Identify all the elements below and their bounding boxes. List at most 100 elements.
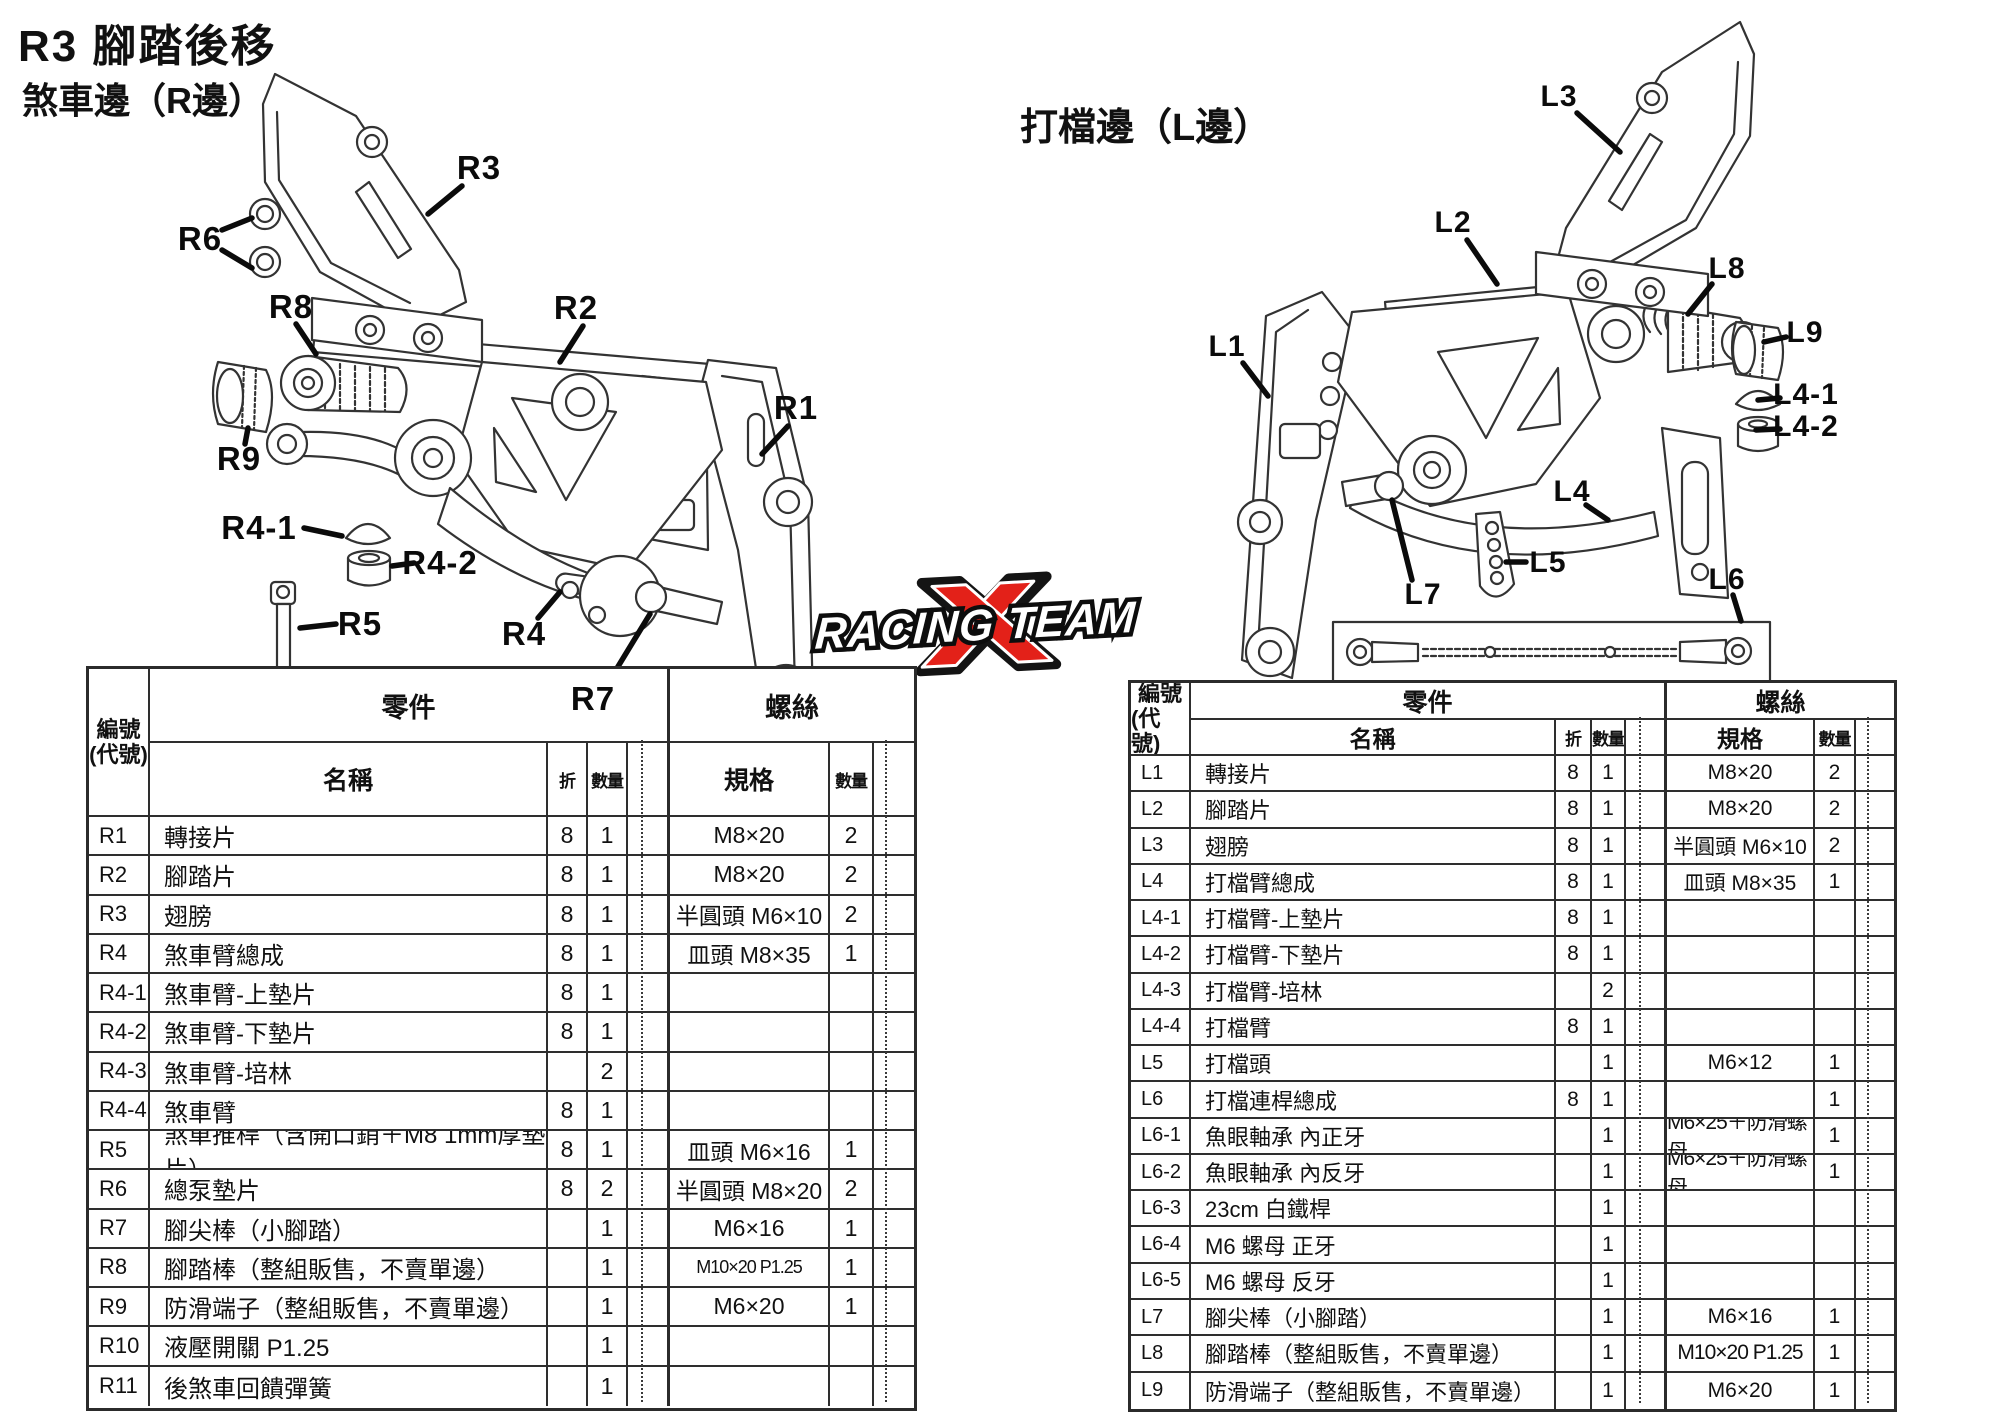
cell-screw-qty — [1815, 1263, 1856, 1300]
part-label-R7: R7 — [570, 680, 616, 717]
cell-part-name: 打檔臂 — [1191, 1009, 1556, 1047]
cell-screw-spec — [1667, 1191, 1815, 1228]
cell-qty: 1 — [1592, 1263, 1626, 1300]
cell-fold: 8 — [548, 817, 588, 857]
cell-part-name: 腳踏片 — [150, 856, 548, 896]
cell-gap — [628, 1327, 670, 1367]
cell-qty: 1 — [1592, 1046, 1626, 1083]
leader-line-L1 — [1240, 360, 1271, 399]
cell-gap — [1856, 1227, 1894, 1264]
cell-gap — [874, 1288, 914, 1328]
cell-gap — [1626, 1336, 1667, 1373]
cell-qty: 1 — [588, 1013, 628, 1053]
part-label-R5: R5 — [337, 605, 383, 642]
cell-gap — [1856, 1263, 1894, 1300]
cell-gap — [1856, 1046, 1894, 1083]
cell-fold — [548, 1366, 588, 1406]
cell-fold: 8 — [548, 1091, 588, 1131]
cell-qty: 1 — [588, 1091, 628, 1131]
part-label-L8: L8 — [1708, 252, 1746, 285]
cell-screw-qty: 2 — [830, 895, 874, 935]
cell-qty: 1 — [588, 1248, 628, 1288]
part-label-L6: L6 — [1708, 563, 1746, 596]
cell-fold — [1556, 1299, 1592, 1337]
cell-code: R2 — [89, 856, 150, 896]
cell-part-name: 煞車臂-培林 — [150, 1052, 548, 1092]
cell-qty: 1 — [588, 934, 628, 974]
cell-qty: 2 — [1592, 973, 1626, 1010]
part-label-R4-2: R4-2 — [402, 544, 478, 581]
part-label-R2: R2 — [553, 289, 599, 326]
cell-code: L4 — [1131, 864, 1191, 902]
cell-screw-qty — [1815, 937, 1856, 974]
cell-part-name: 打檔臂總成 — [1191, 864, 1556, 902]
cell-gap — [1626, 1154, 1667, 1192]
cell-gap — [1856, 1191, 1894, 1228]
cell-screw-qty: 1 — [1815, 864, 1856, 902]
cell-gap — [1856, 1082, 1894, 1119]
cell-part-name: 魚眼軸承 內正牙 — [1191, 1118, 1556, 1155]
cell-fold — [1556, 1263, 1592, 1300]
cell-screw-spec — [1667, 1227, 1815, 1264]
col-header-name: 名稱 — [1191, 720, 1556, 756]
leader-line-L3 — [1574, 110, 1623, 155]
cell-code: L4-3 — [1131, 973, 1191, 1010]
cell-part-name: 後煞車回饋彈簧 — [150, 1366, 548, 1406]
cell-code: L2 — [1131, 792, 1191, 829]
cell-qty: 1 — [588, 817, 628, 857]
brake-side-heading: 煞車邊（R邊） — [22, 80, 264, 121]
cell-gap — [1626, 1009, 1667, 1047]
cell-fold: 8 — [548, 1131, 588, 1171]
cell-screw-spec: 皿頭 M8×35 — [1667, 864, 1815, 902]
cell-gap — [1856, 828, 1894, 865]
cell-screw-spec: M6×16 — [1667, 1299, 1815, 1337]
cell-gap — [1856, 973, 1894, 1010]
cell-gap — [1856, 1009, 1894, 1047]
cell-screw-qty — [1815, 973, 1856, 1010]
cell-screw-spec: M6×20 — [1667, 1372, 1815, 1409]
cell-fold: 8 — [1556, 901, 1592, 938]
cell-gap — [874, 1052, 914, 1092]
cell-gap — [1856, 1118, 1894, 1155]
cell-gap — [1626, 1372, 1667, 1409]
part-label-L4-2: L4-2 — [1773, 410, 1839, 443]
cell-fold — [548, 1288, 588, 1328]
cell-screw-qty: 1 — [1815, 1118, 1856, 1155]
dotted-rule — [641, 740, 643, 1402]
cell-gap — [874, 1170, 914, 1210]
col-header-fold: 折 — [548, 743, 588, 817]
cell-fold: 8 — [1556, 756, 1592, 793]
cell-screw-spec — [1667, 1009, 1815, 1047]
cell-part-name: 轉接片 — [150, 817, 548, 857]
cell-gap — [874, 1366, 914, 1406]
cell-fold: 8 — [548, 895, 588, 935]
shift-arm-l4 — [1348, 480, 1660, 556]
col-group-part: 零件 — [1191, 683, 1667, 720]
cell-part-name: M6 螺母 正牙 — [1191, 1227, 1556, 1264]
cell-qty: 1 — [1592, 1372, 1626, 1409]
dome-washer-r4-1 — [344, 522, 392, 546]
cell-fold — [1556, 1336, 1592, 1373]
cell-qty: 1 — [588, 1366, 628, 1406]
cell-screw-qty — [830, 974, 874, 1014]
cell-screw-spec: M8×20 — [670, 817, 830, 857]
racing-team-logo: RACING TEAM — [809, 571, 1142, 677]
cell-gap — [1856, 1336, 1894, 1373]
cell-part-name: 防滑端子（整組販售，不賣單邊） — [150, 1288, 548, 1328]
part-label-R9: R9 — [216, 440, 262, 477]
leader-line-L9 — [1761, 334, 1789, 345]
cell-screw-qty: 1 — [1815, 1082, 1856, 1119]
cell-code: L6-3 — [1131, 1191, 1191, 1228]
cell-gap — [628, 934, 670, 974]
cell-fold — [1556, 1118, 1592, 1155]
cell-code: R10 — [89, 1327, 150, 1367]
cell-code: L8 — [1131, 1336, 1191, 1373]
leader-line-L8 — [1685, 281, 1715, 317]
cell-code: L4-2 — [1131, 937, 1191, 974]
cell-part-name: 23cm 白鐵桿 — [1191, 1191, 1556, 1228]
cell-qty: 1 — [1592, 1336, 1626, 1373]
cell-screw-spec: M8×20 — [1667, 756, 1815, 793]
cell-screw-spec: 半圓頭 M6×10 — [1667, 828, 1815, 865]
cell-screw-qty: 1 — [1815, 1336, 1856, 1373]
